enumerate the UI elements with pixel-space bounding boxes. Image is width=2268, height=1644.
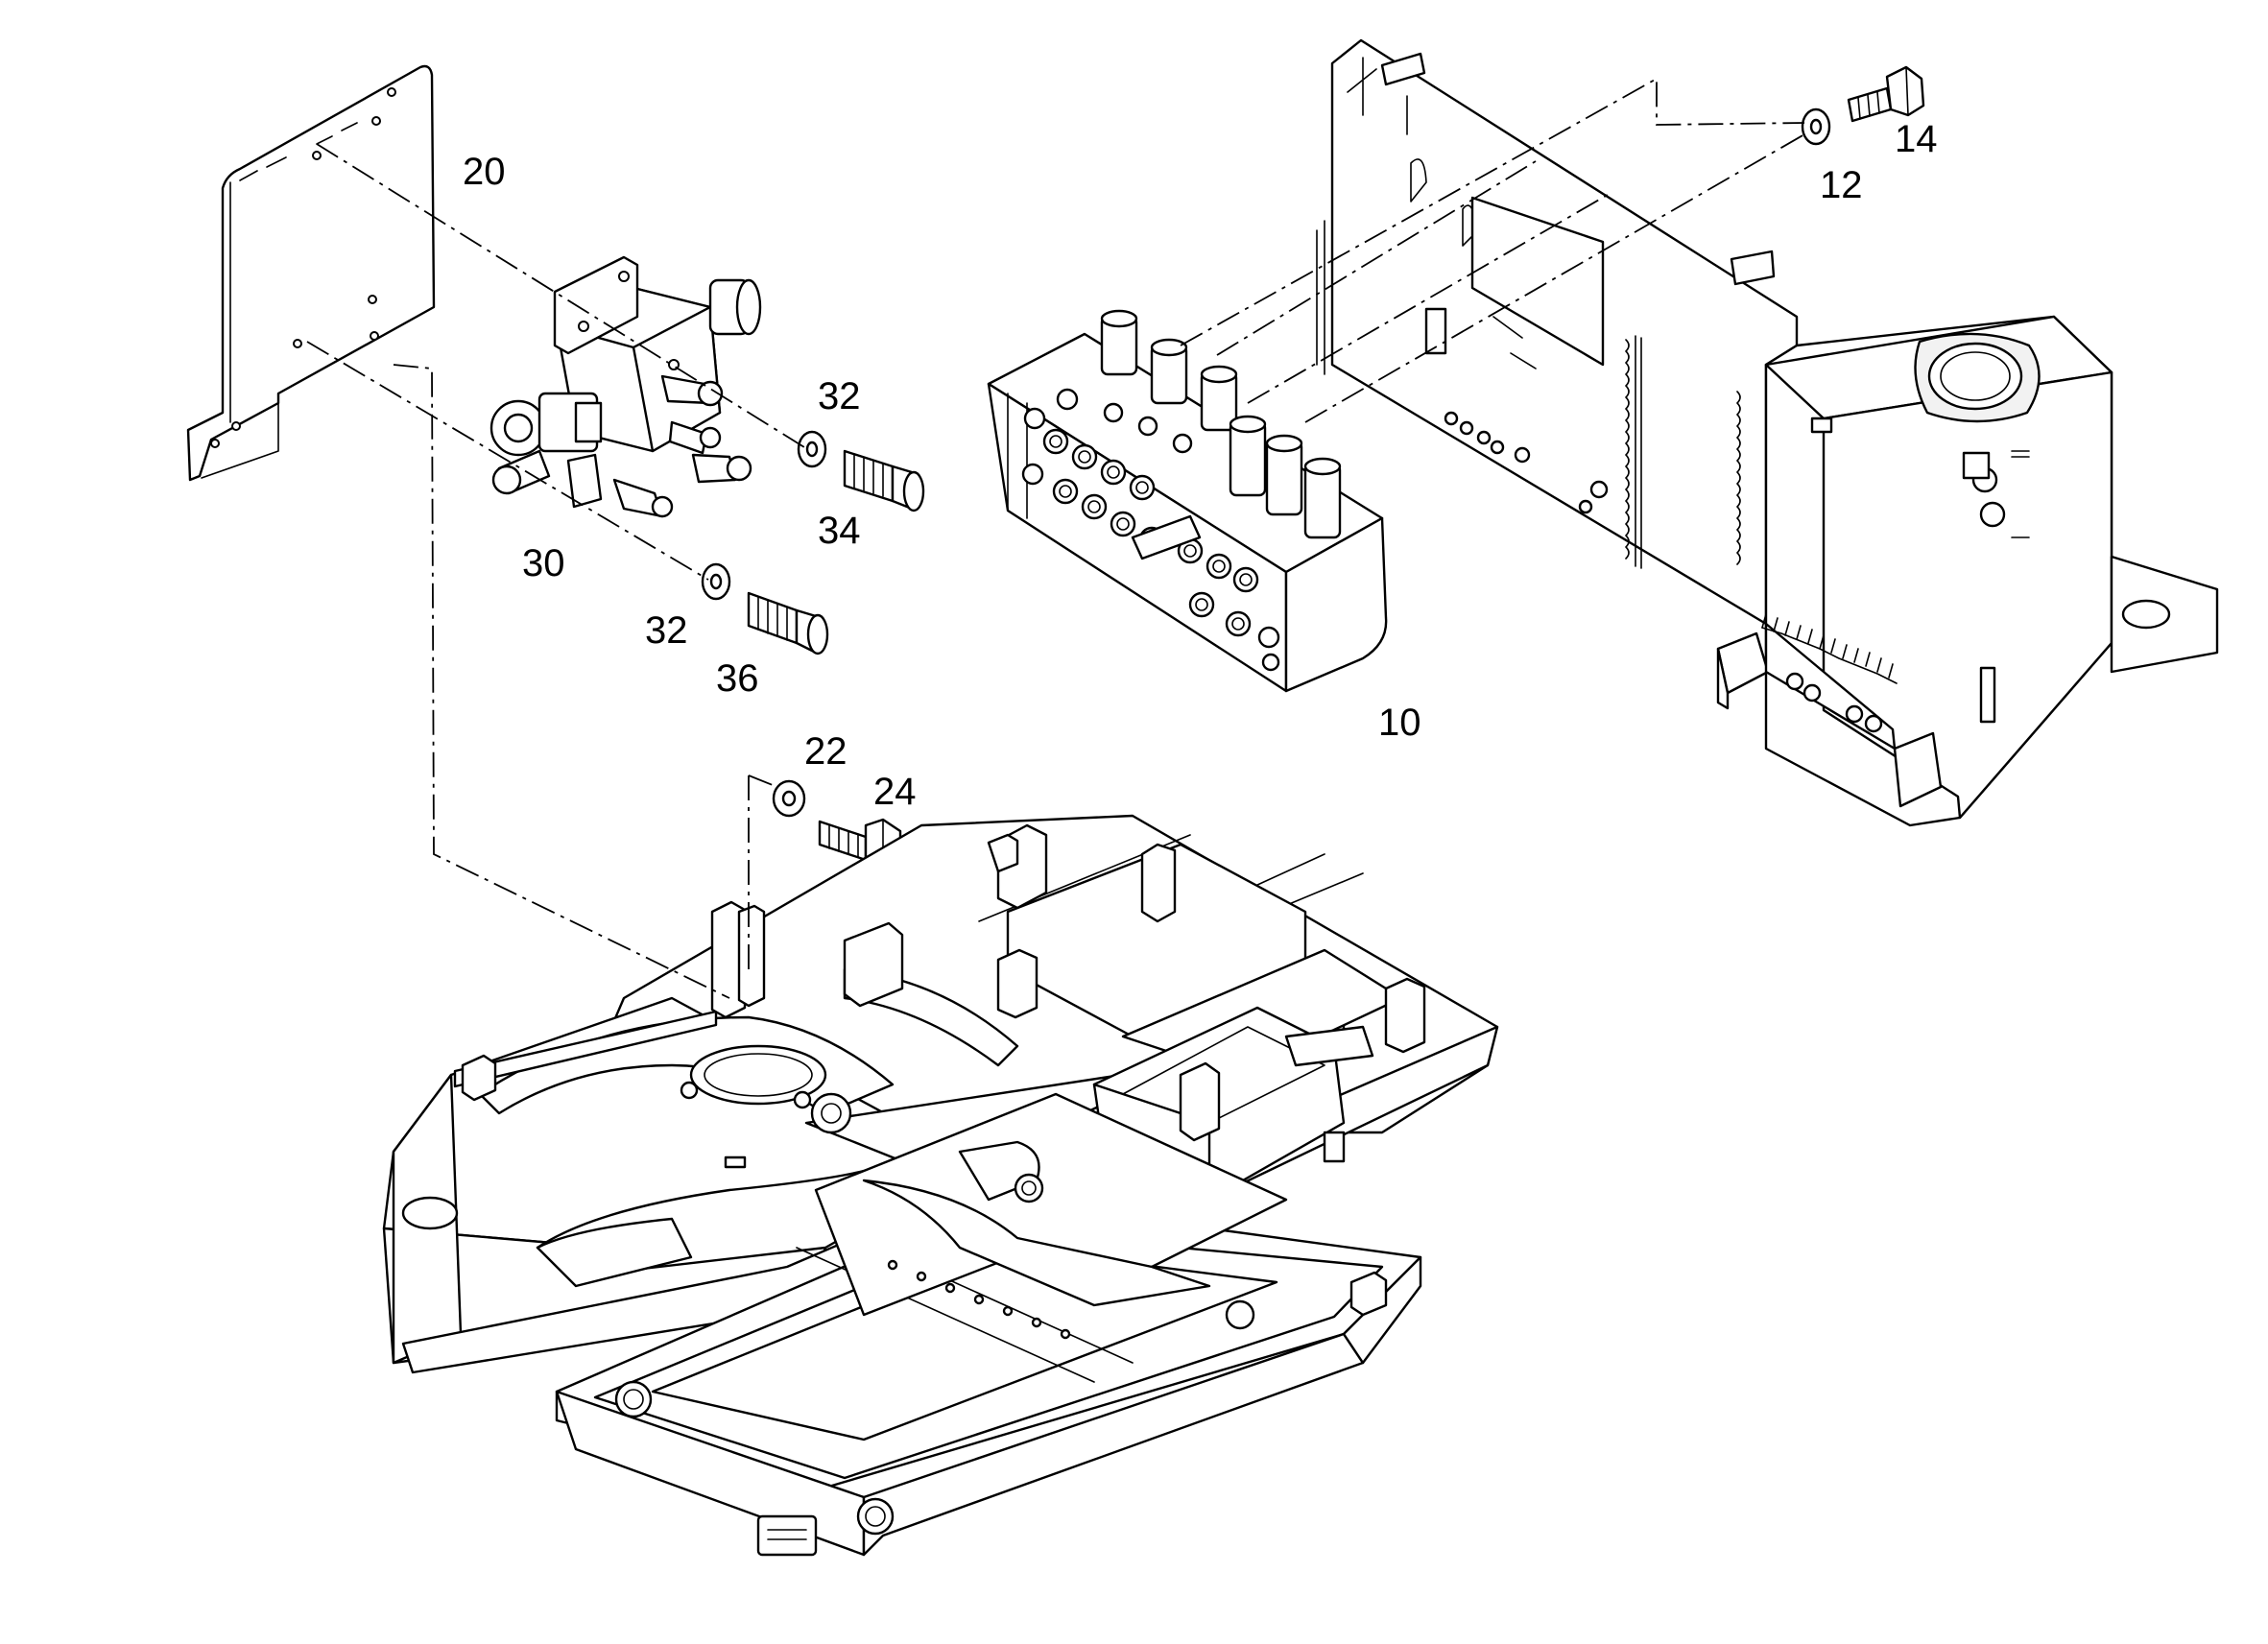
callout-24: 24 [873, 771, 917, 813]
washer-part-32-lower [701, 562, 731, 601]
lower-sub-frame [555, 1092, 1422, 1557]
bolt-part-14 [1847, 65, 1925, 123]
callout-labels: 10 12 14 20 22 24 30 32 32 34 36 [463, 118, 1938, 813]
bolt-part-34 [843, 449, 925, 512]
callout-22: 22 [804, 730, 848, 773]
callout-34: 34 [818, 510, 861, 552]
callout-20: 20 [463, 151, 506, 193]
washer-part-12 [1801, 107, 1831, 146]
assembly-leader-lines [306, 77, 1805, 999]
callout-32-lower: 32 [645, 609, 688, 652]
washer-part-32-upper [797, 430, 827, 468]
washer-part-22 [772, 779, 806, 818]
callout-14: 14 [1895, 118, 1938, 160]
machine-frame-tower [1316, 38, 2219, 827]
valve-block-part-30 [489, 255, 762, 518]
callout-10: 10 [1378, 702, 1421, 744]
valve-bank-part-10 [987, 309, 1388, 693]
callout-32-upper: 32 [818, 375, 861, 417]
callout-12: 12 [1820, 164, 1863, 206]
mounting-plate-part-20 [186, 64, 436, 482]
callout-36: 36 [716, 657, 759, 700]
chassis-base-frame [382, 814, 1499, 1374]
bolt-part-36 [747, 591, 829, 655]
callout-30: 30 [522, 542, 565, 584]
